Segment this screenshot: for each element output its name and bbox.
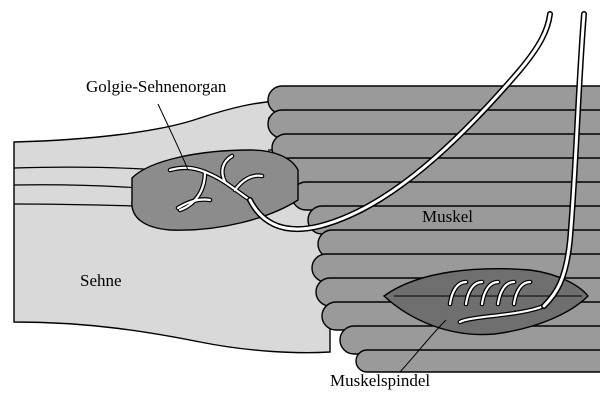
- tendon-label: Sehne: [80, 271, 122, 290]
- muscle-spindle-label: Muskelspindel: [330, 371, 430, 390]
- golgi-tendon-organ-label: Golgie-Sehnenorgan: [86, 77, 227, 96]
- muscle-label: Muskel: [422, 207, 473, 226]
